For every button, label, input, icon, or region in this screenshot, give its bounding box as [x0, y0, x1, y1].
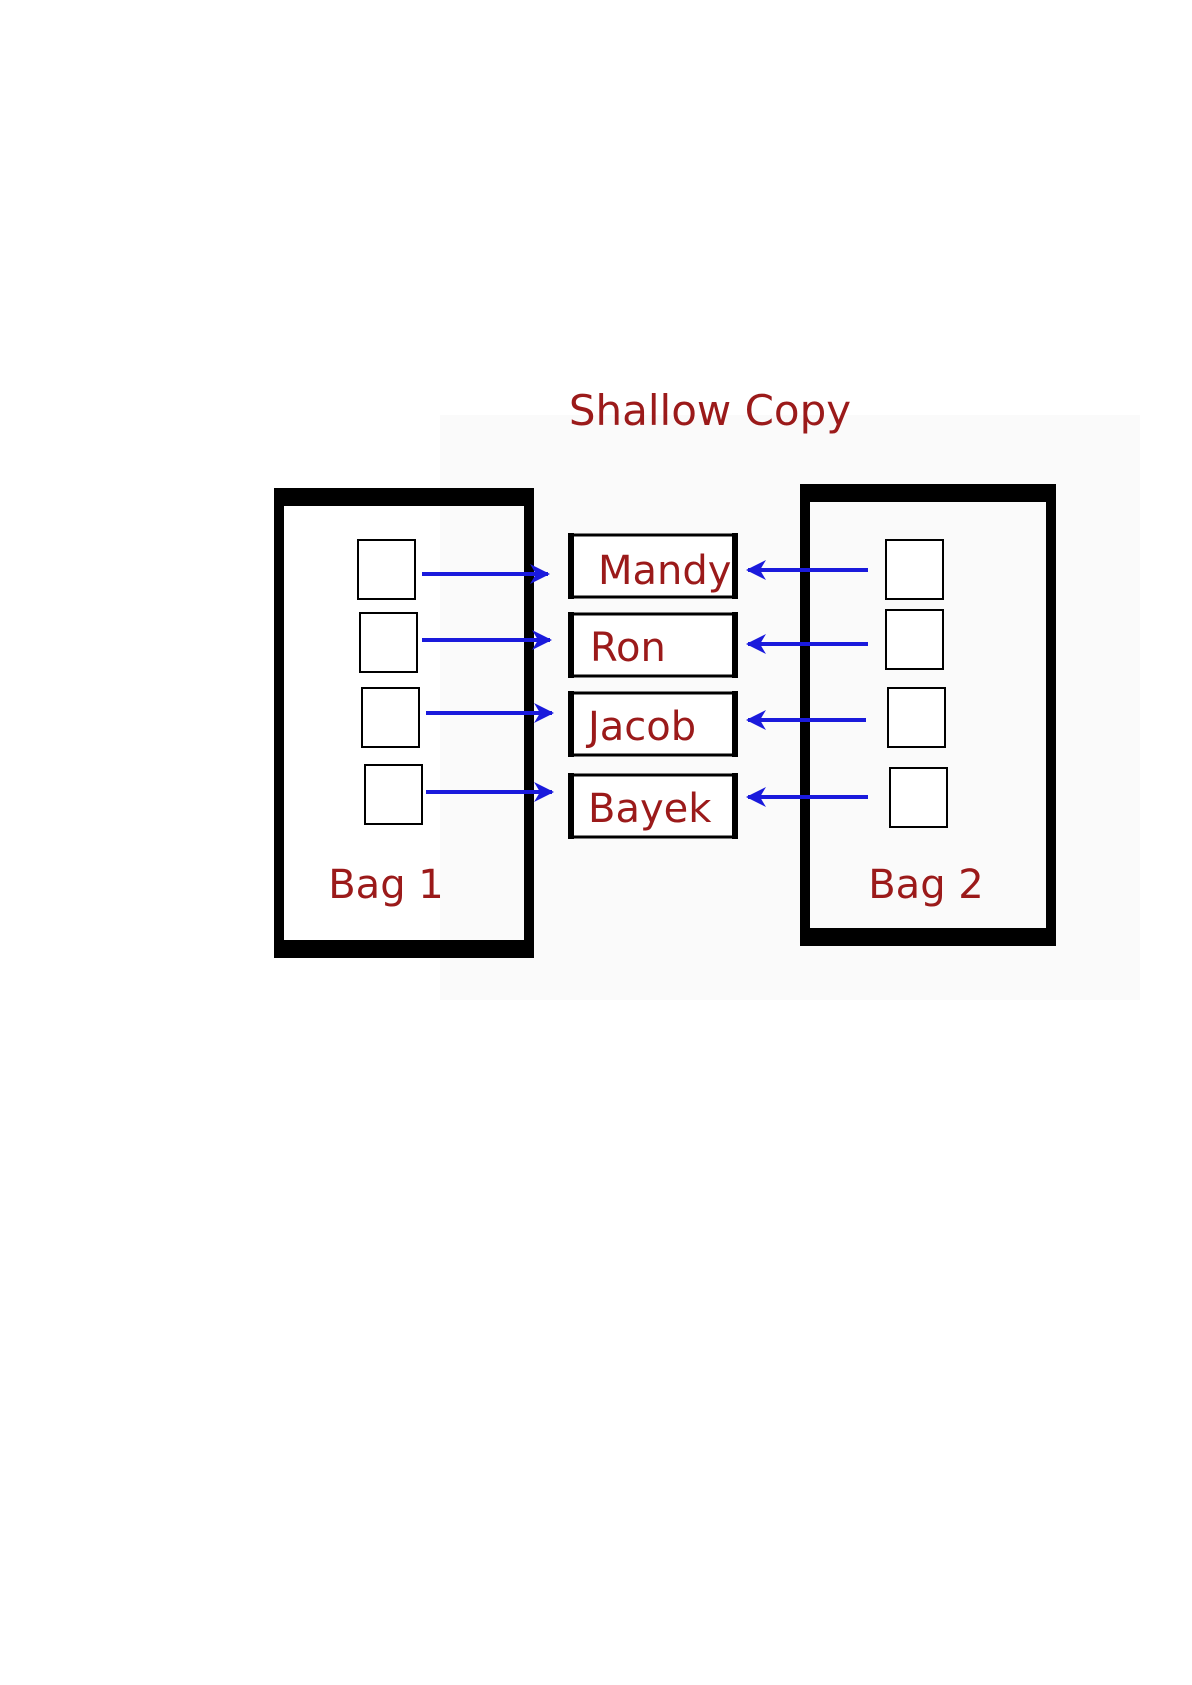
bag-1-top-border: [274, 488, 534, 506]
bag-1-slot-2: [360, 613, 417, 672]
bag-2-slot-3: [888, 688, 945, 747]
item-box-3-left-edge: [568, 691, 574, 757]
item-box-3: Jacob: [568, 691, 738, 757]
item-box-1: Mandy: [568, 533, 738, 599]
bag-2-top-border: [800, 484, 1056, 502]
item-box-4-left-edge: [568, 773, 574, 839]
bag-2-left-border: [800, 484, 810, 946]
bag-1-left-border: [274, 488, 284, 958]
item-box-1-right-edge: [732, 533, 738, 599]
bag-2-slot-4: [890, 768, 947, 827]
diagram-title: Shallow Copy: [569, 386, 851, 435]
item-box-3-right-edge: [732, 691, 738, 757]
bag-1-slot-1: [358, 540, 415, 599]
item-label-4: Bayek: [588, 786, 712, 832]
item-box-2: Ron: [568, 612, 738, 678]
bag-1-slot-4: [365, 765, 422, 824]
bag-1-label: Bag 1: [328, 862, 444, 908]
bag-1-slot-3: [362, 688, 419, 747]
item-box-4-right-edge: [732, 773, 738, 839]
diagram-background-panel: [440, 415, 1140, 1000]
item-label-1: Mandy: [598, 548, 731, 594]
bag-1-right-border: [524, 488, 534, 958]
item-box-2-right-edge: [732, 612, 738, 678]
bag-2-right-border: [1046, 484, 1056, 946]
bag-2-slot-1: [886, 540, 943, 599]
bag-2-bottom-border: [800, 928, 1056, 946]
item-label-3: Jacob: [585, 704, 696, 750]
item-box-1-left-edge: [568, 533, 574, 599]
item-box-4: Bayek: [568, 773, 738, 839]
bag-2-label: Bag 2: [868, 862, 984, 908]
item-label-2: Ron: [590, 625, 666, 671]
item-box-2-left-edge: [568, 612, 574, 678]
bag-2-slot-2: [886, 610, 943, 669]
bag-1-bottom-border: [274, 940, 534, 958]
